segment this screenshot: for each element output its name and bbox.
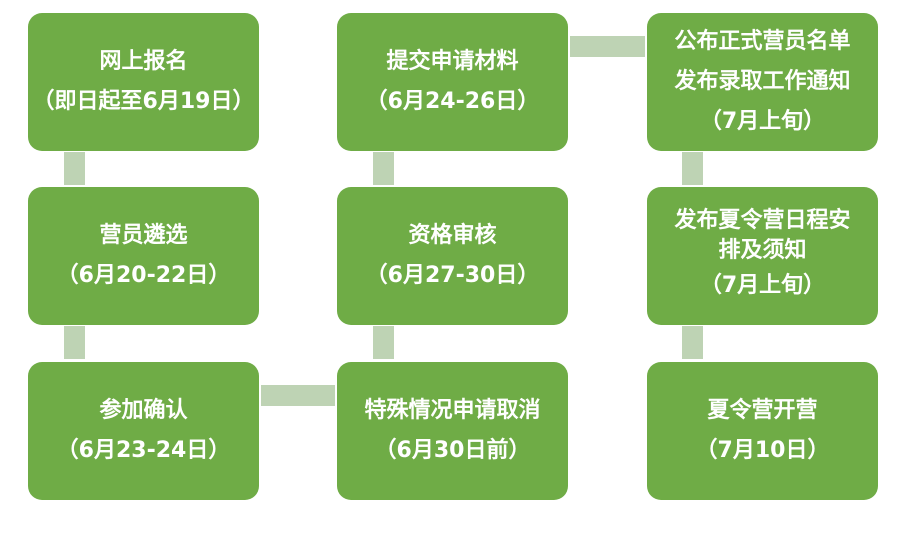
connector-signup-selection [64,152,85,185]
step-date: （6月24-26日） [365,89,540,114]
step-title: 网上报名 [99,49,188,74]
step-online-signup: 网上报名 （即日起至6月19日） [28,13,259,151]
step-publish-list: 公布正式营员名单 发布录取工作通知 （7月上旬） [647,13,878,151]
step-participation-confirm: 参加确认 （6月23-24日） [28,362,259,500]
step-title-line1: 发布夏令营日程安 [674,208,851,233]
step-submit-materials: 提交申请材料 （6月24-26日） [337,13,568,151]
step-date: （7月上旬） [699,273,826,298]
step-title: 资格审核 [408,223,497,248]
step-date: （6月27-30日） [365,263,540,288]
connector-review-submit [373,152,394,185]
step-qualification-review: 资格审核 （6月27-30日） [337,187,568,325]
step-date: （6月30日前） [374,438,531,463]
step-camp-opening: 夏令营开营 （7月10日） [647,362,878,500]
step-title: 提交申请材料 [386,49,519,74]
step-title: 夏令营开营 [707,398,818,423]
step-publish-schedule: 发布夏令营日程安 排及须知 （7月上旬） [647,187,878,325]
step-special-cancellation: 特殊情况申请取消 （6月30日前） [337,362,568,500]
step-title-line2: 排及须知 [718,238,807,263]
step-date: （即日起至6月19日） [32,89,255,114]
connector-special-review [373,326,394,359]
step-camper-selection: 营员遴选 （6月20-22日） [28,187,259,325]
connector-schedule-opening [682,326,703,359]
step-date: （6月23-24日） [56,438,231,463]
connector-publish-schedule [682,152,703,185]
connector-selection-confirm [64,326,85,359]
step-title-line1: 公布正式营员名单 [674,29,851,54]
step-date: （7月上旬） [699,109,826,134]
step-title: 营员遴选 [99,223,188,248]
connector-submit-publish [570,36,645,57]
step-title: 参加确认 [99,398,188,423]
step-date: （6月20-22日） [56,263,231,288]
step-date: （7月10日） [695,438,830,463]
step-title: 特殊情况申请取消 [364,398,541,423]
connector-confirm-special [261,385,335,406]
step-title-line2: 发布录取工作通知 [674,69,851,94]
